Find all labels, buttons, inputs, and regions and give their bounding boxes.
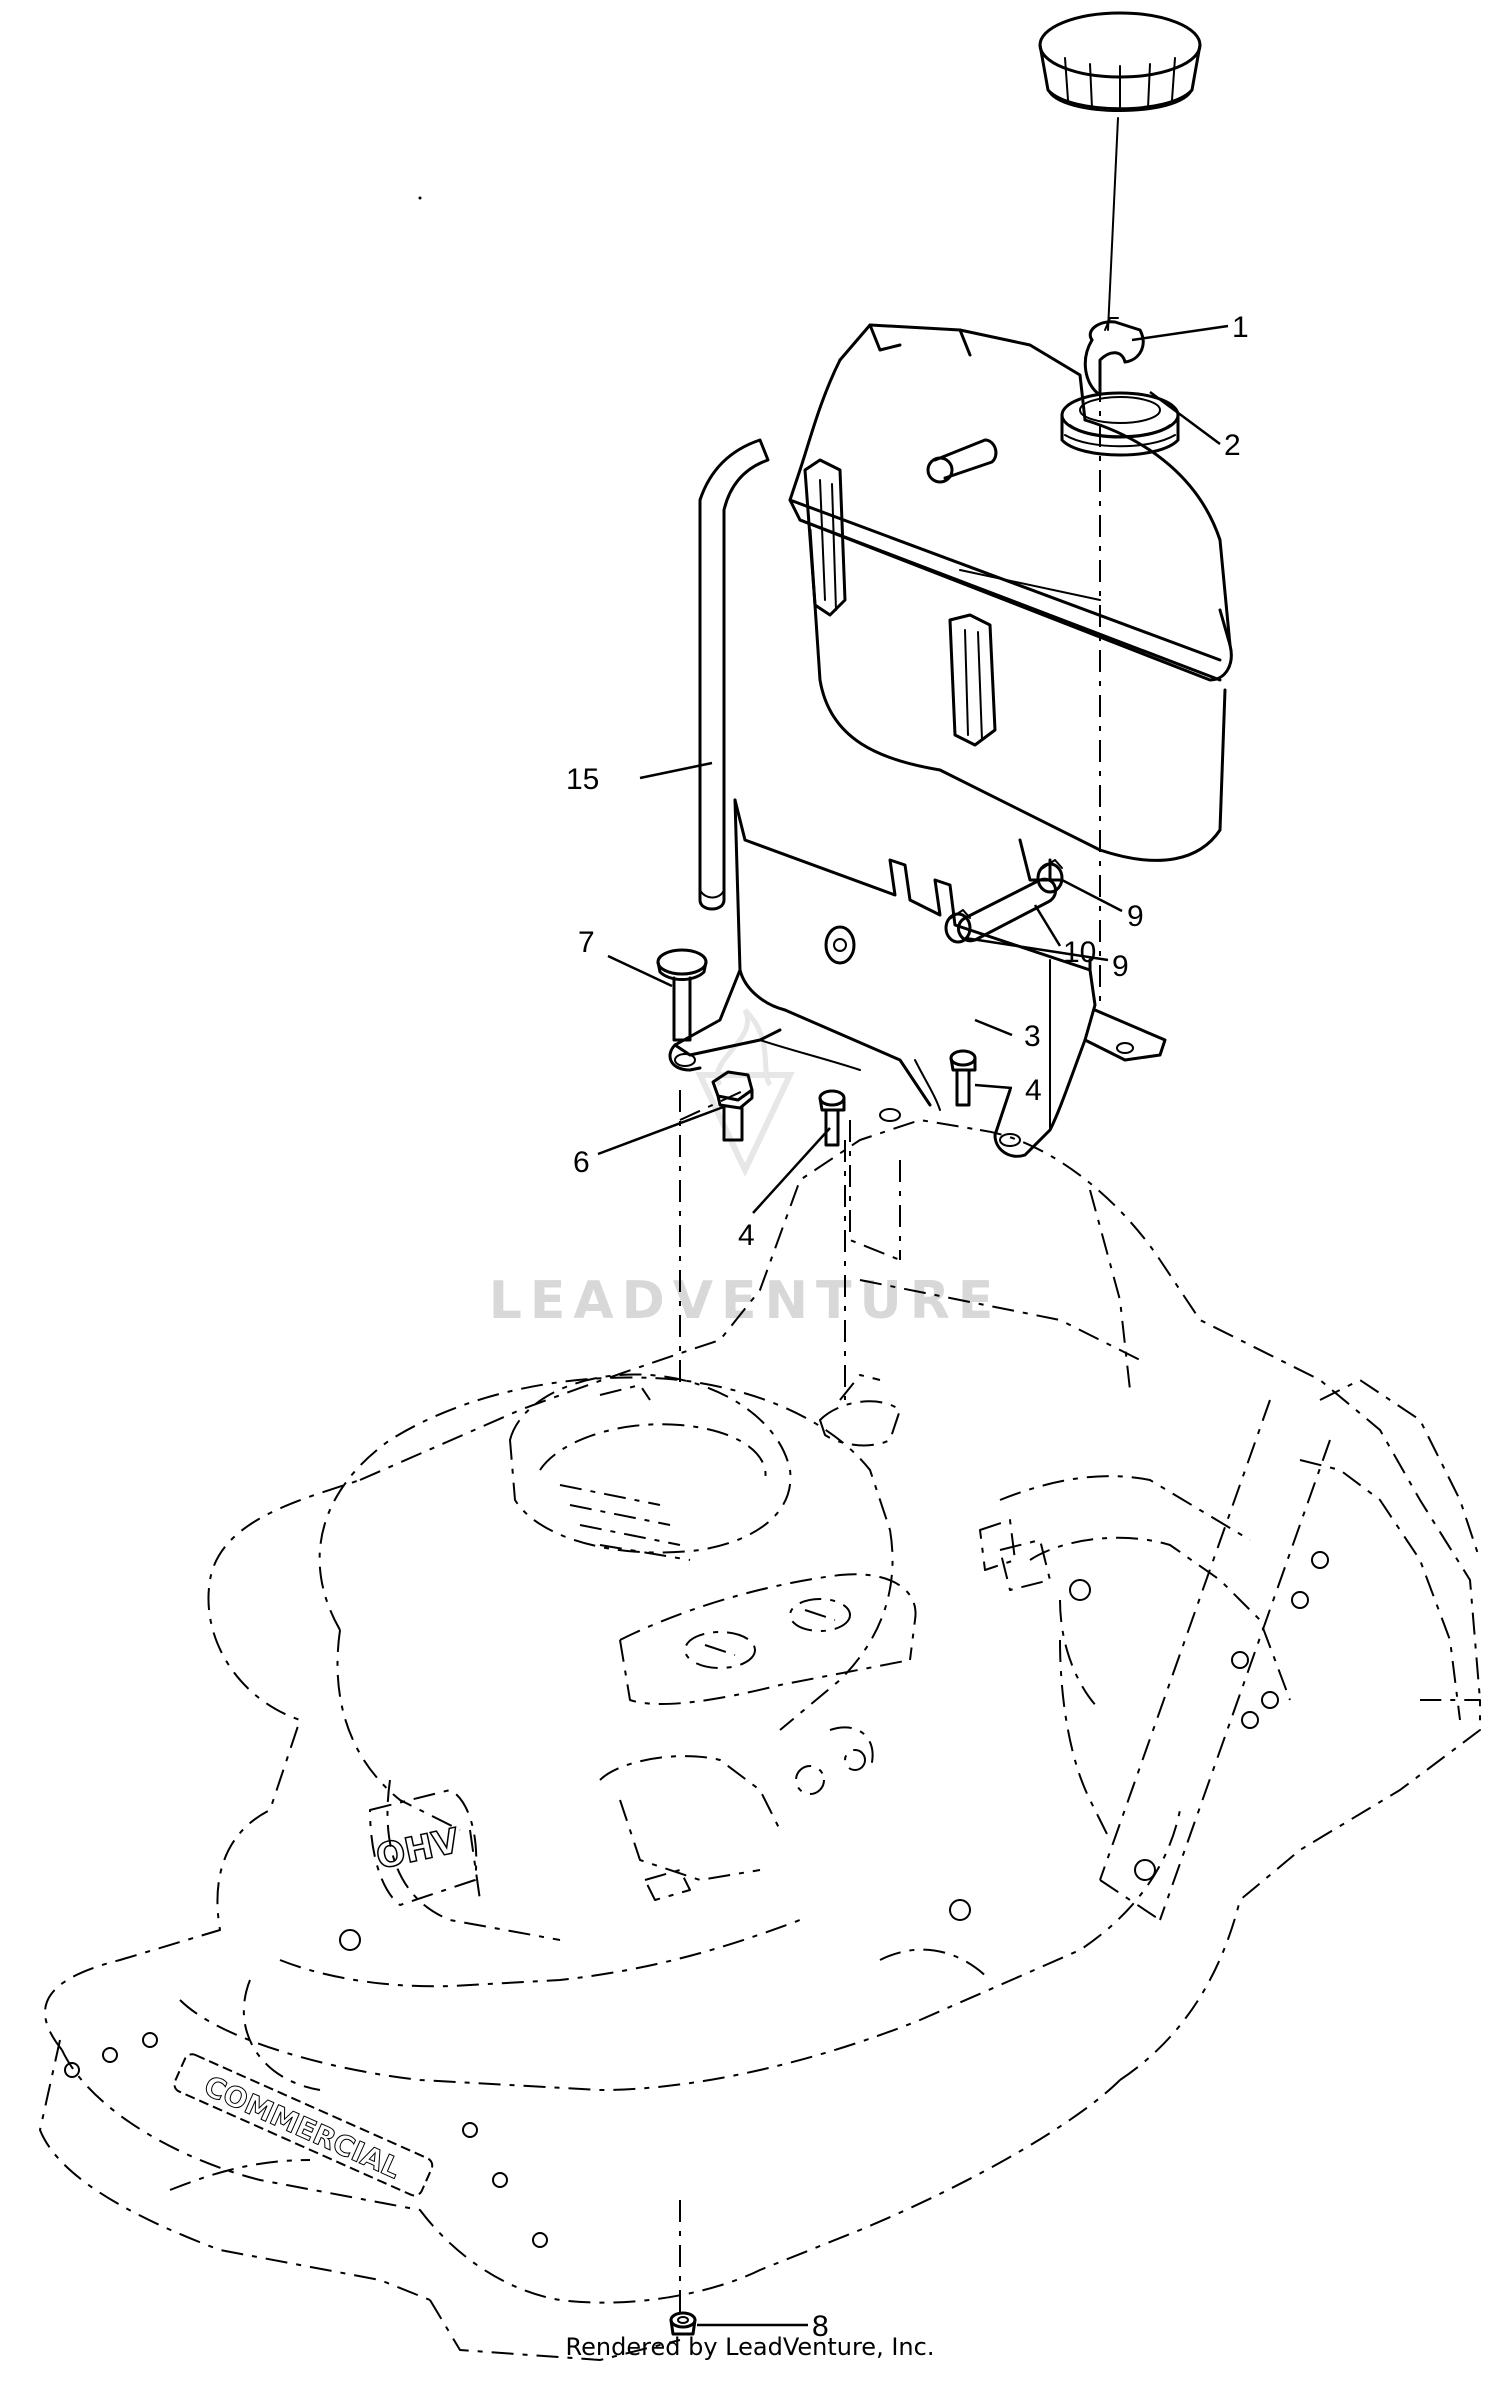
callout-6: 6 [573, 1146, 590, 1179]
callout-9-upper: 9 [1127, 900, 1144, 933]
callout-7: 7 [578, 926, 595, 959]
callout-4-left: 4 [738, 1219, 755, 1252]
deck-bolt-holes [64, 1551, 1329, 2248]
callout-15: 15 [566, 763, 599, 796]
part-9-hose-clamp-lower [944, 909, 972, 944]
watermark-logo-icon [695, 1008, 795, 1178]
leader-lines [597, 324, 1229, 2327]
callout-9-lower: 9 [1112, 950, 1129, 983]
part-3-tank-bracket [668, 798, 1167, 1158]
part-8-nut [669, 2311, 697, 2336]
watermark: LEADVENTURE [489, 1008, 1002, 1331]
alignment-lines [679, 380, 1101, 2315]
part-4-screw-left [818, 1089, 846, 1147]
callout-4-right: 4 [1025, 1074, 1042, 1107]
deck-decal: COMMERCIAL [173, 2053, 434, 2197]
part-7-carriage-bolt [656, 948, 708, 1042]
engine-decal: OHV [369, 1789, 478, 1906]
part-1-cap-tether [1083, 317, 1145, 397]
callout-8: 8 [812, 2310, 829, 2343]
fuel-cap [1038, 11, 1202, 331]
part-10-hose [957, 877, 1058, 943]
part-9-hose-clamp-upper [1036, 859, 1064, 894]
engine-decal-text: OHV [373, 1821, 464, 1878]
callout-2: 2 [1224, 429, 1241, 462]
callout-1: 1 [1232, 311, 1249, 344]
callout-labels: 1 2 15 9 10 9 7 3 4 6 4 8 [566, 311, 1249, 2343]
callout-10: 10 [1063, 936, 1096, 969]
stray-mark [418, 196, 422, 200]
deck-decal-text: COMMERCIAL [199, 2069, 406, 2185]
part-15-fuel-hose [698, 438, 770, 911]
part-2-fuel-tank [788, 323, 1233, 882]
callout-3: 3 [1024, 1020, 1041, 1053]
watermark-text: LEADVENTURE [489, 1271, 1002, 1331]
footer-credit: Rendered by LeadVenture, Inc. [565, 2333, 935, 2361]
part-4-screw-right [949, 1049, 977, 1107]
part-6-hex-bolt [711, 1070, 754, 1142]
engine-phantom: OHV [318, 1373, 1101, 1941]
